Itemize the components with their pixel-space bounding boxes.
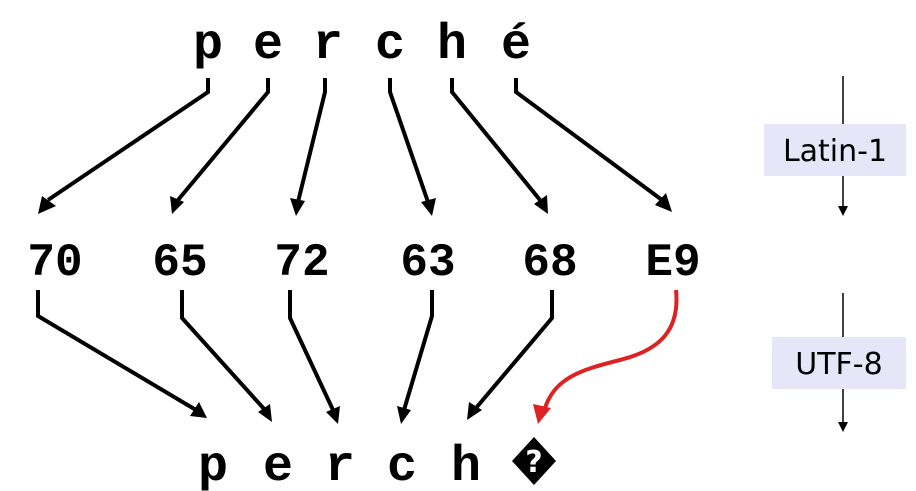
source-char: é xyxy=(501,17,531,74)
decoded-characters: p e r c h xyxy=(198,439,481,491)
encode-arrowhead xyxy=(170,196,184,214)
error-arrowhead xyxy=(533,404,551,424)
decode-flow-arrowhead xyxy=(838,422,848,432)
encode-arrowhead xyxy=(421,198,436,216)
encode-flow-arrowhead xyxy=(838,206,848,216)
encode-arrow xyxy=(296,78,327,203)
byte-value: 72 xyxy=(274,237,329,289)
source-char: r xyxy=(313,17,343,74)
encode-arrowhead xyxy=(38,196,56,214)
decode-arrowhead xyxy=(397,406,411,424)
decode-arrow xyxy=(180,290,267,412)
decode-flow: UTF-8 xyxy=(772,293,906,432)
decode-arrows xyxy=(36,289,679,424)
encode-arrow xyxy=(450,78,542,202)
decode-arrow xyxy=(36,290,198,412)
decode-arrow xyxy=(288,290,335,411)
byte-value: 63 xyxy=(400,237,455,289)
source-char: h xyxy=(437,17,467,74)
error-arrow xyxy=(543,289,679,409)
encode-arrowhead xyxy=(534,195,548,214)
decode-arrow xyxy=(402,290,434,411)
encode-arrow xyxy=(176,78,270,202)
decode-arrow xyxy=(474,290,554,410)
decode-arrowhead xyxy=(467,402,482,420)
byte-value: 68 xyxy=(522,237,577,289)
decode-arrowhead xyxy=(326,406,340,424)
byte-value: E9 xyxy=(645,237,700,289)
source-char: p xyxy=(193,17,223,74)
replacement-diamond xyxy=(512,437,556,485)
utf8-label: UTF-8 xyxy=(795,347,882,382)
decoded-char: p xyxy=(198,439,228,491)
decoded-char: e xyxy=(263,439,293,491)
encode-arrow xyxy=(388,78,430,203)
byte-values: 70 65 72 63 68 E9 xyxy=(27,237,700,289)
latin1-label-box xyxy=(764,124,906,176)
encode-arrowhead xyxy=(655,193,672,212)
decode-arrowhead xyxy=(190,402,207,418)
replacement-mark: ? xyxy=(525,445,542,480)
source-char: c xyxy=(375,17,405,74)
decode-arrowhead xyxy=(258,404,272,422)
encode-flow: Latin-1 xyxy=(764,76,906,216)
byte-value: 70 xyxy=(27,237,82,289)
latin1-label: Latin-1 xyxy=(783,134,887,169)
decoded-char: h xyxy=(451,439,481,491)
source-char: e xyxy=(253,17,283,74)
encode-arrow xyxy=(514,78,664,202)
utf8-label-box xyxy=(772,337,906,389)
decoded-char: r xyxy=(325,439,355,491)
encode-arrows xyxy=(38,78,672,216)
encode-arrow xyxy=(46,78,210,202)
encode-arrowhead xyxy=(290,198,305,216)
replacement-char-icon: ? xyxy=(512,437,556,485)
source-characters: p e r c h é xyxy=(193,17,531,74)
decoded-char: c xyxy=(387,439,417,491)
byte-value: 65 xyxy=(152,237,207,289)
